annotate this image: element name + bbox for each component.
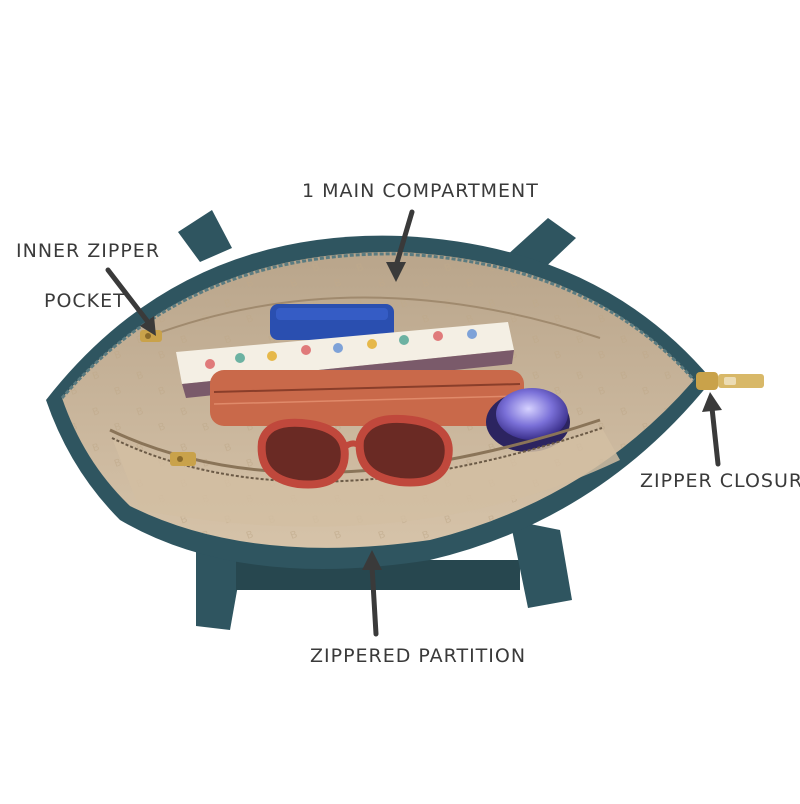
label-inner-zipper-pocket-line2: POCKET <box>44 290 126 312</box>
cosmetic-jar <box>486 388 570 452</box>
main-zipper-pull <box>696 372 764 390</box>
annotation-arrows <box>105 209 722 637</box>
label-zipper-closure: ZIPPER CLOSURE <box>640 470 800 492</box>
label-main-compartment: 1 MAIN COMPARTMENT <box>302 180 539 202</box>
partition-zipper-pull <box>170 452 196 466</box>
coral-wallet <box>210 370 524 426</box>
sunglasses <box>257 414 453 489</box>
label-inner-zipper-pocket-line1: INNER ZIPPER <box>16 240 161 262</box>
label-zippered-partition: ZIPPERED PARTITION <box>310 645 527 667</box>
inner-zipper-pull <box>140 330 162 342</box>
